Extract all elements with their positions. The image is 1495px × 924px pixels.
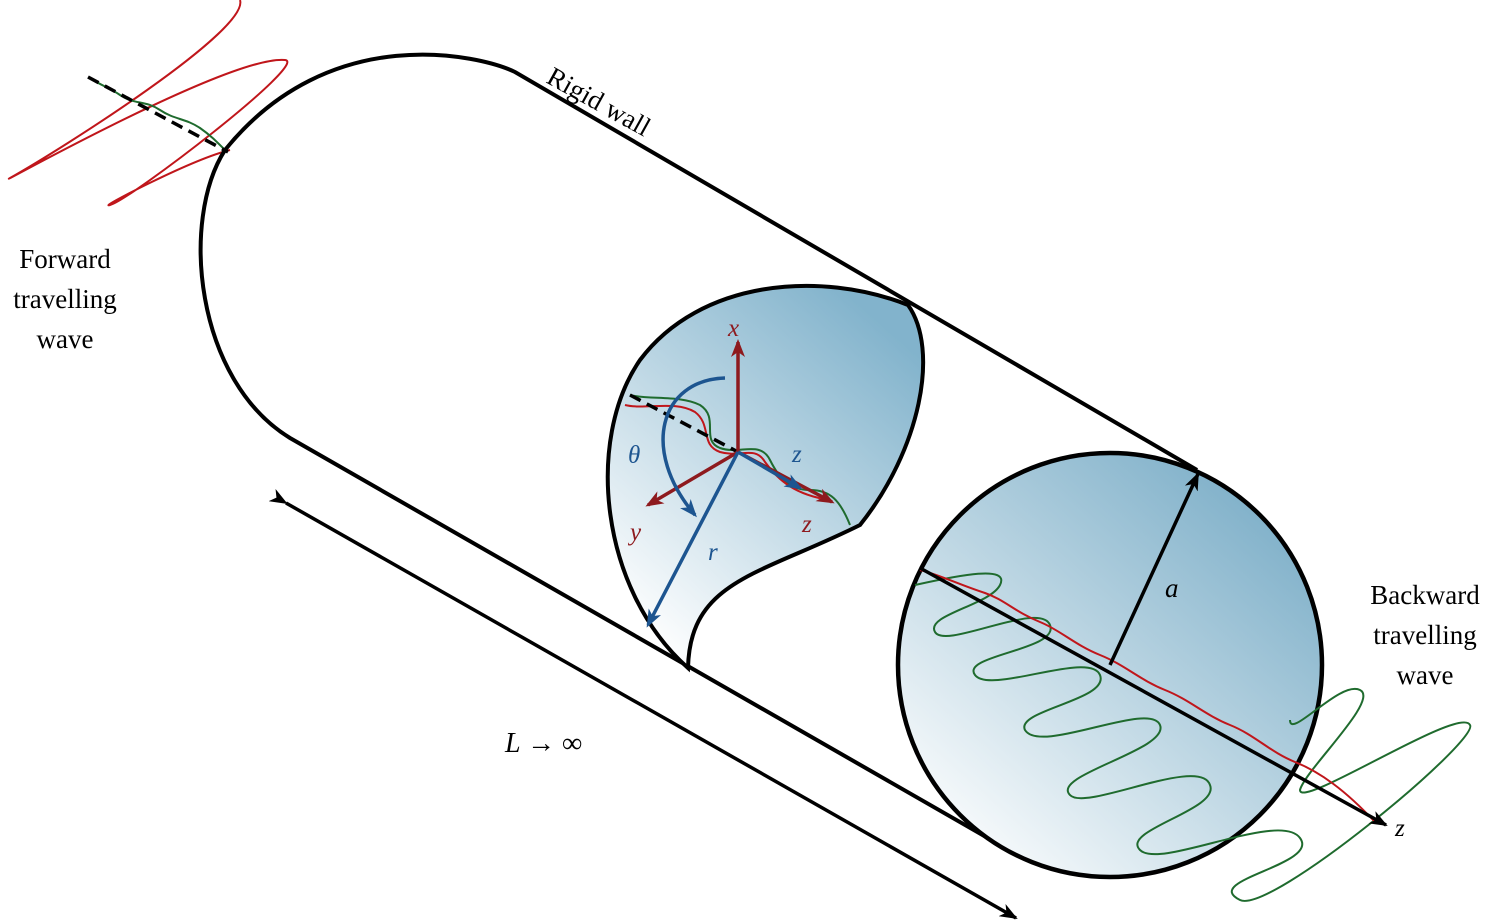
y-axis-label: y	[627, 519, 642, 546]
length-label: L → ∞	[504, 728, 582, 759]
forward-label-line1: Forward	[19, 244, 111, 274]
z-axis-label-blue: z	[791, 441, 802, 468]
z-axis-label-red: z	[801, 511, 812, 538]
backward-wave-green	[914, 572, 1472, 902]
forward-label-line2: travelling	[13, 284, 116, 314]
backward-label-line2: travelling	[1373, 620, 1476, 650]
r-axis-label: r	[708, 539, 718, 566]
length-double-arrow	[268, 489, 1018, 920]
forward-wave-inlet	[7, 0, 289, 207]
theta-label: θ	[628, 442, 640, 469]
x-axis-label: x	[727, 315, 739, 342]
cylinder-top-edge	[223, 52, 1199, 472]
forward-axis-dashed	[87, 75, 229, 154]
backward-label-line3: wave	[1397, 660, 1454, 690]
cylinder-left-and-bottom-edge	[198, 148, 1001, 847]
radius-arrow	[1108, 472, 1200, 666]
cylinder	[198, 52, 1199, 847]
forward-label-line3: wave	[37, 324, 94, 354]
forward-wave-red	[7, 0, 289, 207]
z-axis-end-label: z	[1394, 815, 1405, 842]
cutaway-axis-dashed	[629, 393, 739, 454]
z-axis-arrow-blue	[737, 450, 803, 490]
radius-label: a	[1165, 573, 1179, 603]
rigid-wall-label: Rigid wall	[542, 61, 656, 142]
length-arrow	[268, 489, 1018, 920]
backward-label-line1: Backward	[1370, 580, 1480, 610]
